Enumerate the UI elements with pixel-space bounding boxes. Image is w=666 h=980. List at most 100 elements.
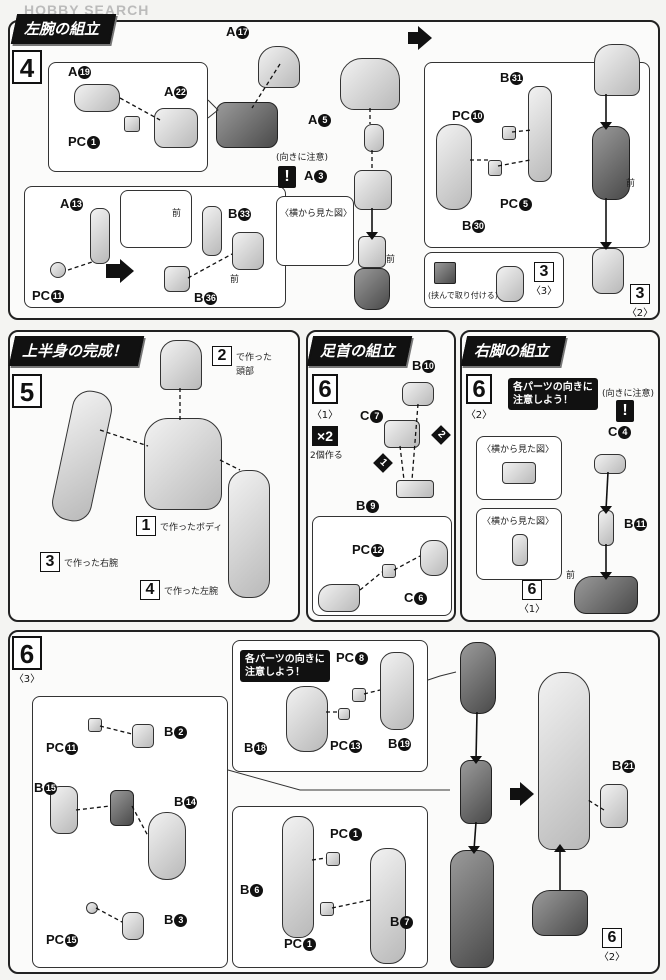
step63-sub: 〈3〉 [13, 674, 41, 685]
part-hand-grip [496, 266, 524, 302]
part-b9-shape [396, 480, 434, 498]
part-b30-shape [436, 124, 472, 210]
part-b11-side [512, 534, 528, 566]
part-upperarm-top [594, 44, 640, 96]
step4-subpanel-hand-detail [120, 190, 192, 248]
substep-ref-3-2: 3 [630, 284, 650, 304]
part-left-arm [228, 470, 270, 598]
part-c6-shape [420, 540, 448, 576]
pinch-icon [434, 262, 456, 284]
step63-ref2: 〈2〉 [598, 952, 626, 963]
part-a5-shape [364, 124, 384, 152]
part-pc15-shape [86, 902, 98, 914]
step63-number: 6 [12, 636, 42, 670]
step62-ref1: 〈1〉 [518, 604, 546, 615]
part-pc11-shape-b [88, 718, 102, 732]
part-pc13-shape [338, 708, 350, 720]
step62-warn1: 各パーツの向きに [513, 382, 593, 393]
part-c7-shape [384, 420, 420, 448]
step62-warning-icon: ! [616, 400, 634, 422]
substep-ref-3-3: 3 [534, 262, 554, 282]
substep-ref-3-3-sub: 〈3〉 [530, 286, 558, 297]
label-hasande: (挟んで取り付ける) [428, 291, 498, 300]
step62-warn2: 注意しよう！ [513, 395, 573, 406]
step63-warn2: 注意しよう！ [245, 667, 305, 678]
step62-mae: 前 [566, 571, 576, 581]
part-b10-shape [402, 382, 434, 406]
part-leg-complete [538, 672, 590, 850]
label-mae-2: 前 [230, 275, 240, 285]
big-arrow-4a [120, 259, 134, 283]
part-pc1a-shape [326, 852, 340, 866]
part-pc5-shape [488, 160, 502, 176]
step61-sub: 〈1〉 [311, 410, 339, 421]
part-a3-shape [354, 170, 392, 210]
label-mukini: (向きに注意) [276, 153, 329, 163]
big-arrow-4b [418, 26, 432, 50]
big-arrow-63 [520, 782, 534, 806]
part-pc10-shape [502, 126, 516, 140]
x2-badge: ×2 [312, 426, 338, 446]
part-a13-shape [90, 208, 110, 264]
step5-larm-num: 4 [140, 580, 160, 600]
step63-ref6: 6 [602, 928, 622, 948]
step4-number: 4 [12, 50, 42, 84]
label-yokokara: 〈横から見た図〉 [280, 209, 353, 219]
step5-rarm-txt: で作った右腕 [64, 559, 119, 569]
part-b31-shape [528, 86, 552, 182]
big-arrow-63-bar [510, 788, 520, 800]
part-torso [144, 418, 222, 510]
step62-mukini: (向きに注意) [602, 389, 655, 399]
part-pc12-shape [382, 564, 396, 578]
part-b15-shape [50, 786, 78, 834]
part-b19-shape [380, 652, 414, 730]
substep-ref-3-2-sub: 〈2〉 [626, 308, 654, 319]
step62-yoko2: 〈横から見た図〉 [482, 517, 555, 527]
part-b14-shape [148, 812, 186, 880]
part-knee-assembled [460, 642, 496, 714]
big-arrow-4b-bar [408, 32, 418, 44]
part-shoulder-inner [216, 102, 278, 148]
step5-larm-txt: で作った左腕 [164, 587, 219, 597]
part-pc1b-shape [320, 902, 334, 916]
part-shin-assembled [450, 850, 494, 968]
step62-ref6: 6 [522, 580, 542, 600]
part-pc1-shape [124, 116, 140, 132]
big-arrow-4a-bar [106, 264, 120, 278]
step62-number: 6 [466, 374, 492, 404]
part-c4-side [502, 462, 536, 484]
warning-icon: ! [278, 166, 296, 188]
part-c4-shape [594, 454, 626, 474]
part-joint-center [110, 790, 134, 826]
label-mae-1: 前 [172, 209, 182, 219]
part-a22-shape [154, 108, 198, 148]
step5-body-txt: で作ったボディ [160, 523, 223, 533]
part-b3-shape [122, 912, 144, 940]
x2-text: 2個作る [310, 451, 343, 461]
